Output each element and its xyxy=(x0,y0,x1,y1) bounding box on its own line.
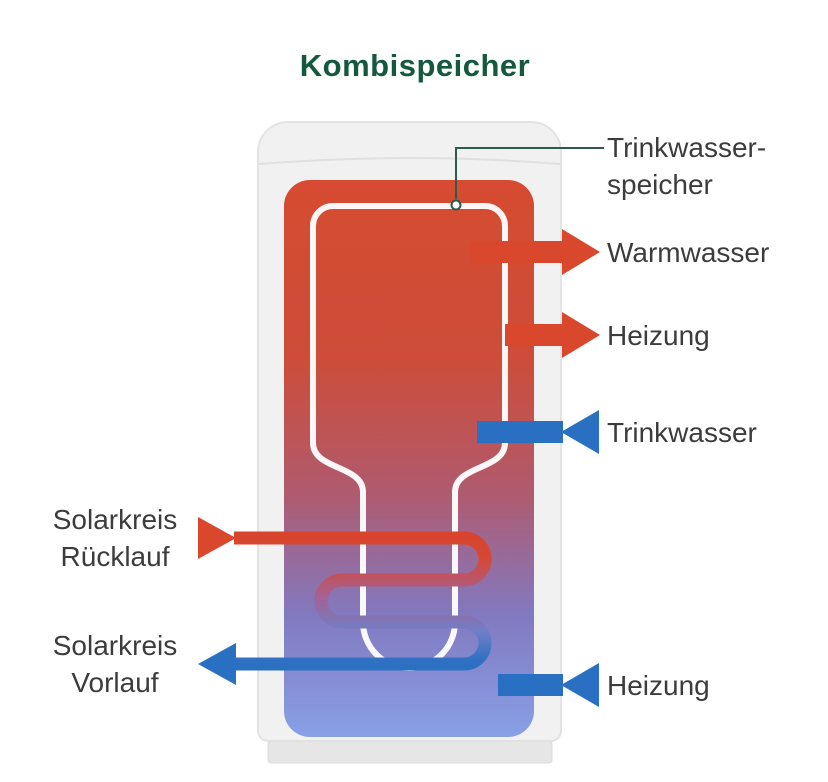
warmwasser-arrow-shaft xyxy=(470,241,563,263)
solarkreis-ruecklauf-arrow xyxy=(198,517,236,559)
warmwasser-arrowhead xyxy=(562,229,600,275)
heizung-return-arrowhead xyxy=(561,663,599,707)
heizung-out-arrow-shaft xyxy=(505,324,563,346)
heizung-return-arrow-shaft xyxy=(498,674,563,696)
tank-gradient-fill xyxy=(284,180,534,737)
label-solarkreis-ruecklauf-line1: Solarkreis xyxy=(52,504,178,535)
label-trinkwasser: Trinkwasser xyxy=(607,417,757,448)
label-heizung-return: Heizung xyxy=(607,670,710,701)
label-trinkwasserspeicher: Trinkwasser- speicher xyxy=(607,129,766,203)
label-solarkreis-ruecklauf-line2: Rücklauf xyxy=(60,541,170,572)
label-heizung-out: Heizung xyxy=(607,320,710,351)
trinkwasser-arrow xyxy=(477,410,599,454)
label-solarkreis-vorlauf-line1: Solarkreis xyxy=(52,630,178,661)
label-solarkreis-vorlauf-line2: Vorlauf xyxy=(71,667,159,698)
pointer-trinkwasserspeicher xyxy=(450,147,604,211)
warmwasser-arrow xyxy=(470,229,600,275)
pointer-line xyxy=(455,147,604,199)
label-warmwasser: Warmwasser xyxy=(607,237,770,268)
tank-lid-seam xyxy=(258,157,561,165)
label-solarkreis-ruecklauf: Solarkreis Rücklauf xyxy=(25,501,205,575)
label-solarkreis-vorlauf: Solarkreis Vorlauf xyxy=(25,627,205,701)
heizung-out-arrowhead xyxy=(562,312,600,358)
trinkwasser-arrow-shaft xyxy=(477,421,563,443)
solarkreis-vorlauf-arrow xyxy=(198,643,236,685)
label-trinkwasserspeicher-line2: speicher xyxy=(607,169,713,200)
label-trinkwasserspeicher-line1: Trinkwasser- xyxy=(607,132,767,163)
heizung-out-arrow xyxy=(505,312,600,358)
solarkreis-vorlauf-arrowhead xyxy=(198,643,236,685)
solar-coil xyxy=(234,531,492,671)
solarkreis-ruecklauf-arrowhead xyxy=(198,517,236,559)
trinkwasser-arrowhead xyxy=(561,410,599,454)
diagram-title: Kombispeicher xyxy=(299,48,531,83)
pointer-dot xyxy=(450,199,462,211)
heizung-return-arrow xyxy=(498,663,599,707)
tank-base xyxy=(267,740,553,764)
